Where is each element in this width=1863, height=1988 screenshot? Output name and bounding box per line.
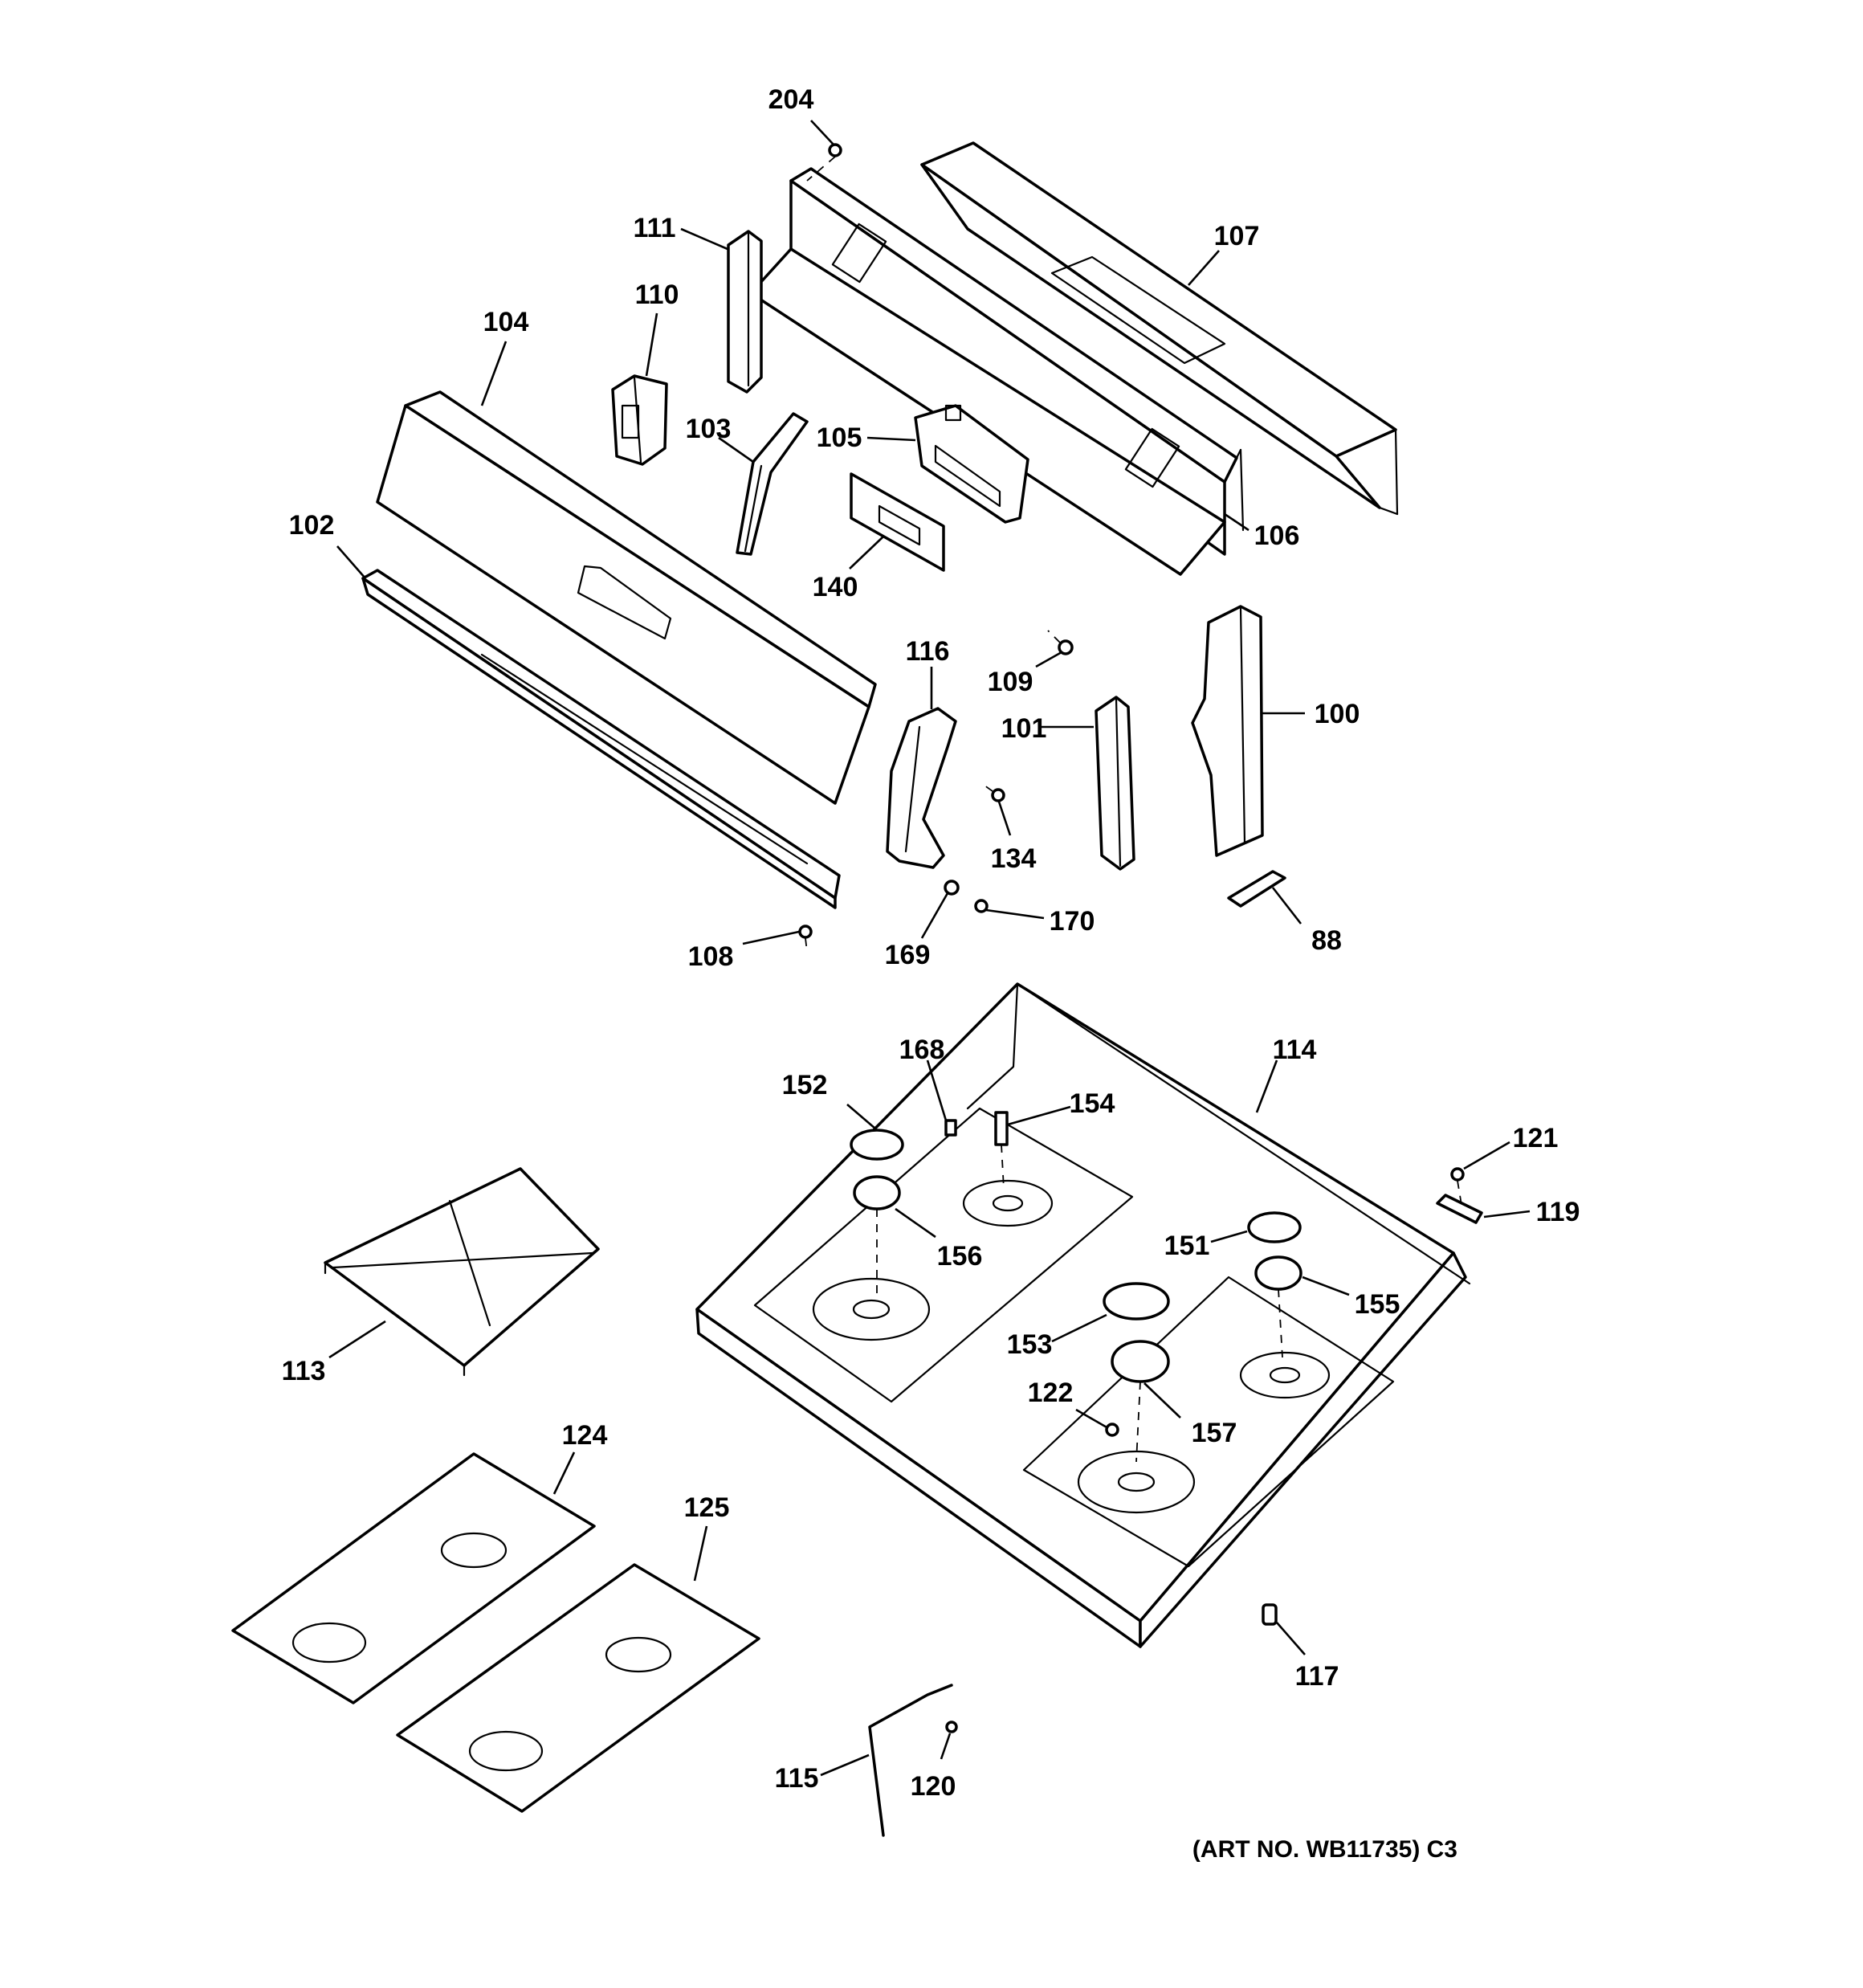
callout-106: 106 [1254,520,1300,551]
part-111-bracket [727,230,763,394]
callout-101: 101 [1001,713,1047,744]
part-120-screw [945,1721,958,1733]
callout-108: 108 [688,941,734,972]
part-115-gas-tube [868,1684,953,1837]
part-152-burner-cap [850,1129,904,1161]
part-119-bracket [1436,1194,1483,1224]
part-102-trim [361,569,841,909]
part-156-burner-head [853,1175,901,1293]
callout-121: 121 [1513,1123,1559,1153]
part-170-screw [974,899,989,913]
part-122-screw [1105,1423,1119,1437]
part-104-control-panel [376,390,877,805]
callout-120: 120 [911,1771,956,1802]
callout-157: 157 [1192,1418,1237,1448]
part-155-burner-head [1254,1255,1302,1358]
callout-104: 104 [483,307,529,337]
part-169-washer [944,880,960,896]
part-140-overlay [850,472,945,572]
part-125-drip-pan [396,1563,760,1813]
part-157-burner-head [1111,1340,1170,1463]
callout-102: 102 [289,510,335,541]
callout-152: 152 [782,1070,828,1100]
part-124-drip-pan [231,1452,596,1704]
callout-168: 168 [899,1035,945,1065]
callout-100: 100 [1315,699,1360,729]
callout-115: 115 [775,1763,819,1794]
callout-154: 154 [1070,1088,1115,1119]
callout-140: 140 [813,572,858,602]
callout-169: 169 [885,940,931,970]
callout-125: 125 [684,1492,730,1523]
part-109-nut [1047,630,1074,655]
callout-88: 88 [1311,925,1342,956]
callout-107: 107 [1214,221,1260,251]
callout-134: 134 [991,843,1037,874]
callout-170: 170 [1050,906,1095,937]
callout-114: 114 [1273,1035,1317,1065]
callout-155: 155 [1355,1289,1400,1320]
part-105-electronic-control [914,404,1029,524]
part-88-clip [1227,870,1286,908]
callout-111: 111 [634,213,676,243]
callout-156: 156 [937,1241,983,1272]
part-204-screw [806,143,842,182]
callout-122: 122 [1028,1378,1074,1408]
part-110-relay [611,374,668,466]
part-153-burner-cap [1103,1282,1170,1321]
part-107-top-cover [920,141,1399,516]
part-101-bracket [1095,696,1135,871]
callout-116: 116 [906,636,950,667]
callout-124: 124 [562,1420,608,1451]
part-151-burner-cap [1247,1211,1302,1243]
callout-113: 113 [282,1356,326,1386]
part-154-igniter [994,1111,1009,1190]
callout-204: 204 [768,84,814,115]
callout-153: 153 [1007,1329,1053,1360]
part-100-side-trim [1191,605,1264,857]
part-117-clip [1262,1603,1278,1626]
art-number: (ART NO. WB11735) C3 [1192,1836,1457,1863]
part-108-screw [798,925,813,953]
part-113-grate [324,1167,600,1377]
callout-109: 109 [988,667,1033,697]
callout-103: 103 [686,414,732,444]
callout-labels: 204 111 107 110 104 103 105 106 102 140 … [282,84,1580,1863]
part-103-bracket [736,412,809,556]
callout-151: 151 [1164,1231,1210,1261]
part-168-clip [944,1119,957,1137]
part-106-backguard-frame [749,167,1245,576]
callout-105: 105 [817,423,862,453]
part-134-screw [980,782,1005,802]
part-116-end-cap [886,707,957,869]
callout-119: 119 [1536,1197,1580,1227]
callout-110: 110 [635,280,679,310]
leader-lines [328,120,1531,1777]
part-121-screw [1450,1167,1465,1206]
callout-117: 117 [1295,1661,1339,1692]
